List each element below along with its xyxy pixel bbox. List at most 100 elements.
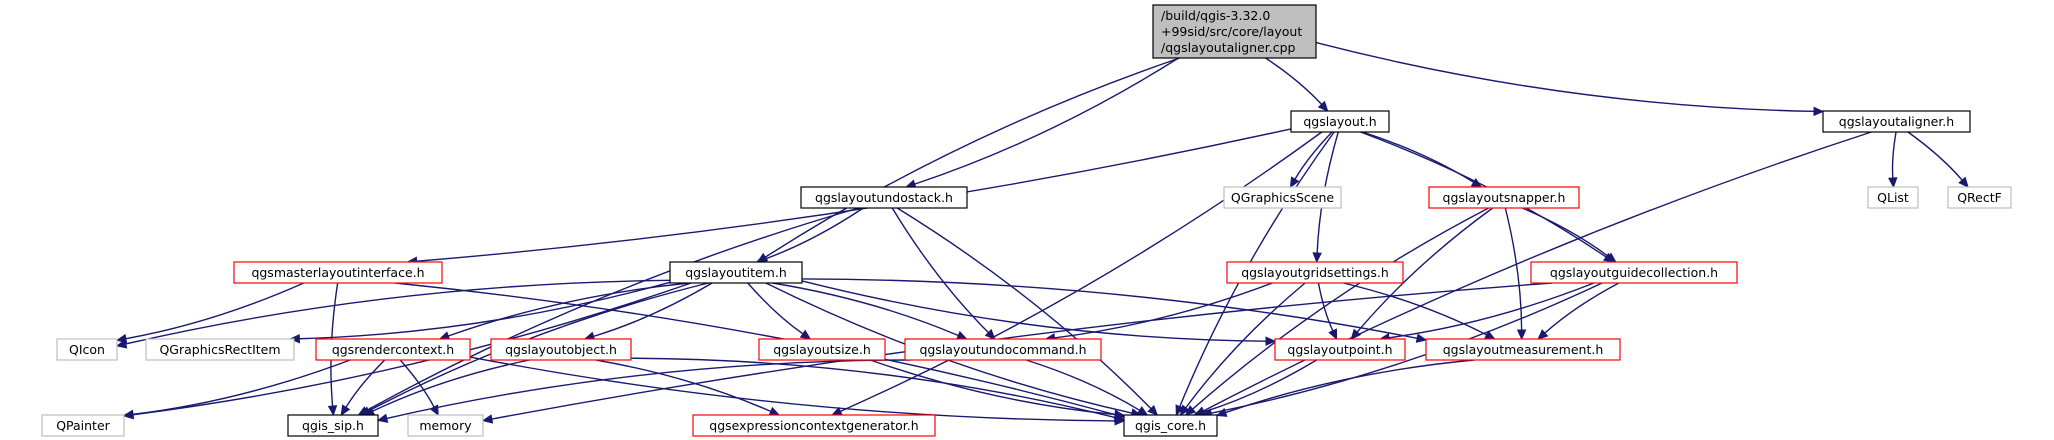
- node-box: [1223, 186, 1342, 209]
- edge-arrowhead: [1516, 329, 1527, 341]
- edge-qgsrendercontext_h-to-QPainter: [122, 359, 351, 420]
- node-qgslayoutundostack_h[interactable]: qgslayoutundostack.h: [800, 186, 968, 209]
- node-label: qgslayoutundocommand.h: [919, 342, 1086, 357]
- edge-line: [914, 57, 1179, 185]
- edge-root-to-qgslayout_h: [1265, 57, 1329, 112]
- edge-line: [1265, 57, 1323, 105]
- edge-line: [132, 359, 351, 416]
- edge-qgslayoutundocommand_h-to-qgis_core_h: [1025, 359, 1149, 416]
- node-qgslayoutpoint_h[interactable]: qgslayoutpoint.h: [1274, 338, 1406, 361]
- node-box: [758, 338, 886, 361]
- node-box: [1425, 338, 1621, 361]
- node-root[interactable]: /build/qgis-3.32.0+99sid/src/core/layout…: [1152, 4, 1317, 59]
- edge-qgslayoutundostack_h-to-qgslayoutundocommand_h: [891, 207, 996, 340]
- edge-arrowhead: [1328, 328, 1338, 341]
- edge-qgslayoutitem_h-to-qgslayoutmeasurement_h: [801, 278, 1428, 343]
- node-box: [315, 338, 471, 361]
- node-QGraphicsScene: QGraphicsScene: [1223, 186, 1342, 209]
- node-box: [669, 261, 803, 284]
- node-box: [1822, 110, 1971, 133]
- edge-line: [469, 356, 1116, 422]
- edge-line: [1891, 131, 1897, 179]
- node-box: [41, 414, 125, 437]
- node-box: [1428, 186, 1580, 209]
- node-qgslayoutsize_h[interactable]: qgslayoutsize.h: [758, 338, 886, 361]
- edge-line: [1317, 282, 1334, 332]
- edge-root-to-qgslayoutitem_h: [756, 57, 1180, 263]
- node-QList: QList: [1867, 186, 1919, 209]
- node-qgslayoutitem_h[interactable]: qgslayoutitem.h: [669, 261, 803, 284]
- edge-line: [386, 359, 911, 420]
- edge-arrowhead: [1179, 404, 1190, 416]
- edge-line: [372, 359, 530, 412]
- edge-line: [1210, 282, 1603, 414]
- edge-line: [1315, 41, 1815, 113]
- edge-qgslayoutpoint_h-to-qgis_core_h: [1192, 359, 1317, 417]
- node-qgslayout_h[interactable]: qgslayout.h: [1290, 110, 1390, 133]
- node-label: qgslayoutundostack.h: [815, 190, 953, 205]
- edge-line: [764, 207, 864, 260]
- edge-qgslayoutitem_h-to-qgslayoutsize_h: [747, 282, 812, 340]
- edge-qgslayoutitem_h-to-QGraphicsRectItem: [289, 281, 671, 344]
- edge-qgslayout_h-to-QGraphicsScene: [1289, 131, 1333, 189]
- node-box: [800, 186, 968, 209]
- node-box: [1226, 261, 1404, 284]
- edge-qgslayoutitem_h-to-qgslayoutundocommand_h: [772, 282, 968, 340]
- edge-line: [1907, 131, 1963, 181]
- edge-line: [840, 131, 1323, 412]
- node-label: memory: [419, 418, 472, 433]
- edge-qgslayoutgridsettings_h-to-qgslayoutundocommand_h: [1044, 282, 1273, 343]
- edge-root-to-qgslayoutaligner_h: [1315, 41, 1825, 117]
- node-qgslayoutguidecollection_h[interactable]: qgslayoutguidecollection.h: [1530, 261, 1738, 284]
- node-QIcon: QIcon: [56, 338, 118, 361]
- edge-line: [132, 282, 692, 416]
- nodes-layer: /build/qgis-3.32.0+99sid/src/core/layout…: [41, 4, 2012, 437]
- node-label: qgsexpressioncontextgenerator.h: [709, 418, 918, 433]
- edge-line: [869, 359, 1116, 416]
- edge-line: [1504, 207, 1523, 331]
- node-memory: memory: [407, 414, 484, 437]
- edge-arrowhead: [1265, 336, 1277, 346]
- node-qgis_core_h[interactable]: qgis_core.h: [1123, 414, 1218, 437]
- edge-qgslayoutitem_h-to-qgslayoutpoint_h: [801, 280, 1277, 346]
- edge-arrowhead: [1537, 329, 1549, 340]
- node-qgslayoutsnapper_h[interactable]: qgslayoutsnapper.h: [1428, 186, 1580, 209]
- edge-arrowhead: [115, 339, 128, 349]
- node-qgsmasterlayoutinterface_h[interactable]: qgsmasterlayoutinterface.h: [233, 261, 443, 284]
- edge-qgslayoutsnapper_h-to-qgslayoutguidecollection_h: [1521, 207, 1617, 263]
- edge-qgslayoutsize_h-to-qgis_core_h: [869, 359, 1126, 420]
- node-qgis_sip_h[interactable]: qgis_sip.h: [287, 414, 379, 437]
- edge-arrowhead: [327, 405, 338, 417]
- node-qgslayoutgridsettings_h[interactable]: qgslayoutgridsettings.h: [1226, 261, 1404, 284]
- edge-line: [891, 207, 989, 334]
- edge-line: [125, 279, 671, 345]
- edge-line: [1343, 282, 1487, 336]
- edge-arrowhead: [429, 404, 439, 417]
- edge-arrowhead: [289, 333, 300, 344]
- node-label: qgis_sip.h: [302, 418, 364, 433]
- node-label: qgslayoutgridsettings.h: [1241, 265, 1389, 280]
- edge-arrowhead: [122, 409, 135, 420]
- edge-line: [395, 282, 1116, 416]
- node-qgslayoutundocommand_h[interactable]: qgslayoutundocommand.h: [904, 338, 1102, 361]
- edge-line: [896, 207, 1152, 410]
- edge-line: [1185, 282, 1306, 409]
- edge-line: [125, 282, 305, 340]
- edge-arrowhead: [376, 413, 389, 423]
- node-qgslayoutobject_h[interactable]: qgslayoutobject.h: [490, 338, 632, 361]
- edge-arrowhead: [1289, 176, 1300, 189]
- edge-line: [1521, 207, 1610, 258]
- edge-line: [801, 280, 1267, 342]
- edge-line: [1388, 282, 1595, 339]
- edge-root-to-qgslayoutundostack_h: [905, 57, 1179, 189]
- node-qgsexpressioncontextgenerator_h[interactable]: qgsexpressioncontextgenerator.h: [692, 414, 936, 437]
- node-qgslayoutaligner_h[interactable]: qgslayoutaligner.h: [1822, 110, 1971, 133]
- edge-qgslayoutaligner_h-to-QList: [1888, 131, 1898, 189]
- edge-arrowhead: [1958, 176, 1969, 188]
- node-qgslayoutmeasurement_h[interactable]: qgslayoutmeasurement.h: [1425, 338, 1621, 361]
- node-qgsrendercontext_h[interactable]: qgsrendercontext.h: [315, 338, 471, 361]
- node-box: [904, 338, 1102, 361]
- edge-qgslayoutaligner_h-to-QRectF: [1907, 131, 1969, 188]
- node-box: [1274, 338, 1406, 361]
